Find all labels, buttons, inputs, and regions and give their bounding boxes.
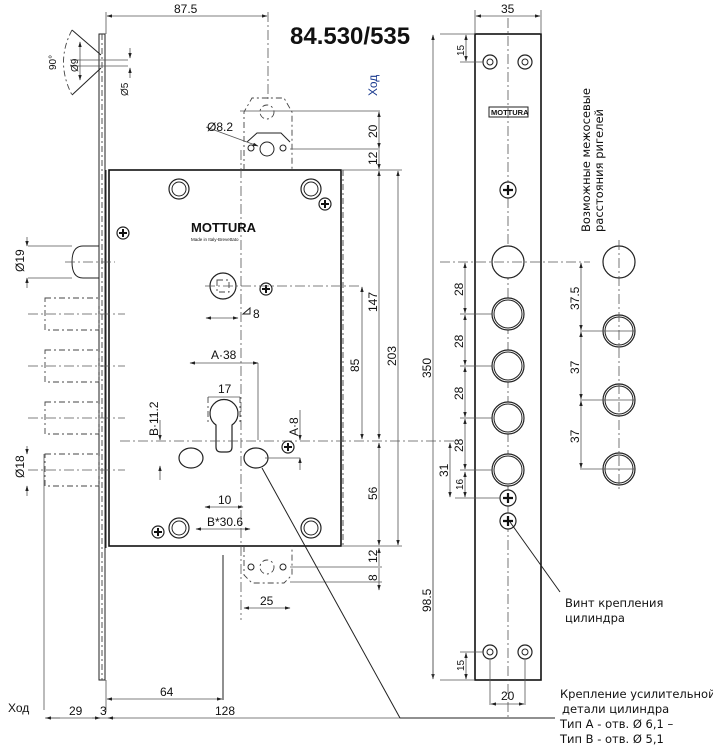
reinforce-note-line2: детали цилиндра xyxy=(562,702,669,716)
dim-spindle-8: 8 xyxy=(205,306,260,321)
lock-body xyxy=(108,150,460,620)
dim-28-1: 28 xyxy=(452,282,466,296)
dim-203: 203 xyxy=(385,346,399,366)
dim-plate-15-top: 15 xyxy=(456,44,467,56)
screw-icon xyxy=(116,226,130,240)
latch-bolt: Ø19 xyxy=(13,237,115,288)
screw-icon xyxy=(499,489,517,507)
bolt-spacing-note-line1: Возможные межосевые xyxy=(579,88,593,232)
dim-dia-9: Ø9 xyxy=(70,58,81,72)
dim-b11-2: B·11.2 xyxy=(147,401,161,436)
dim-3: 3 xyxy=(100,704,107,718)
alt-bolt-spacing: 37.5 37 37 xyxy=(568,240,636,490)
dim-31: 31 xyxy=(437,463,451,477)
dim-dia-8-2: Ø8.2 xyxy=(207,120,233,134)
dim-a8: A·8 xyxy=(287,417,301,436)
brand-logo: MOTTURA xyxy=(191,220,257,235)
dim-16: 16 xyxy=(455,478,466,490)
dim-64: 64 xyxy=(160,685,174,699)
model-title: 84.530/535 xyxy=(290,23,410,50)
plate-logo: MOTTURA xyxy=(491,108,529,117)
plate-dimensions: 350 28 28 28 28 31 16 98.5 15 xyxy=(420,33,500,681)
reinforce-note-line1: Крепление усилительной xyxy=(560,687,713,701)
dim-28-3: 28 xyxy=(452,386,466,400)
screw-icon xyxy=(259,282,273,296)
reinforce-note-line3: Тип A - отв. Ø 6,1 – xyxy=(559,717,673,731)
dim-37-1: 37 xyxy=(568,360,582,374)
dim-angle-90: 90° xyxy=(48,55,59,70)
faceplate xyxy=(98,33,107,681)
dim-plate-20: 20 xyxy=(501,689,515,703)
deadbolts: Ø18 xyxy=(13,297,125,710)
dim-98-5: 98.5 xyxy=(420,588,434,612)
dim-plate-15-bot: 15 xyxy=(456,659,467,671)
reinforce-note-line4: Тип B - отв. Ø 5,1 xyxy=(559,732,664,746)
leader-cylinder-screw xyxy=(509,521,561,593)
dim-37-5: 37.5 xyxy=(568,286,582,310)
dim-dia-5: Ø5 xyxy=(120,82,131,96)
stroke-label-bottom: Ход xyxy=(8,701,29,715)
bolt-spacing-note-line2: расстояния ригелей xyxy=(592,109,606,232)
dim-8-label: 8 xyxy=(253,307,260,321)
bottom-bracket: 25 12 8 xyxy=(243,546,382,610)
leader-reinforce xyxy=(261,467,401,719)
dim-128: 128 xyxy=(215,704,235,718)
dim-147: 147 xyxy=(366,292,380,312)
dim-cylinder-widths: A·38 17 B·11.2 A·8 10 B*30.6 xyxy=(147,348,302,531)
dim-bot-8: 8 xyxy=(366,574,380,581)
cylinder-screw-label-line1: Винт крепления xyxy=(565,596,663,610)
dim-56: 56 xyxy=(366,486,380,500)
screw-icon xyxy=(318,197,332,211)
dim-17: 17 xyxy=(218,382,232,396)
top-bracket: Ø8.2 20 12 Ход xyxy=(205,75,381,170)
stroke-label-top: Ход xyxy=(366,75,380,96)
dim-35: 35 xyxy=(501,2,515,16)
brand-subtitle: Made in Italy-Brevettato xyxy=(191,237,239,242)
dim-b30-6: B*30.6 xyxy=(207,515,243,529)
screw-icon xyxy=(499,181,517,199)
countersink-detail: 90° Ø9 Ø5 xyxy=(48,29,132,96)
dim-bot-12: 12 xyxy=(366,549,380,563)
screw-icon xyxy=(151,525,165,539)
dim-backset-top: 87.5 xyxy=(105,2,269,100)
bottom-dimensions: 64 29 3 128 Ход xyxy=(8,555,440,720)
dim-a38: A·38 xyxy=(211,348,237,362)
dim-87-5: 87.5 xyxy=(174,2,198,16)
dim-dia-18: Ø18 xyxy=(13,455,27,478)
dim-350: 350 xyxy=(420,358,434,378)
dim-85: 85 xyxy=(348,358,362,372)
dim-top-12: 12 xyxy=(366,151,380,165)
dim-dia-19: Ø19 xyxy=(13,249,27,272)
screw-icon xyxy=(281,440,295,454)
dim-25: 25 xyxy=(260,594,274,608)
dim-28-2: 28 xyxy=(452,334,466,348)
dim-top-20: 20 xyxy=(366,124,380,138)
dim-29: 29 xyxy=(69,704,83,718)
dim-28-4: 28 xyxy=(452,438,466,452)
cylinder-screw-label-line2: цилиндра xyxy=(565,611,625,625)
dim-37-2: 37 xyxy=(568,429,582,443)
vertical-dimensions: 85 147 56 203 xyxy=(341,169,402,547)
dim-10: 10 xyxy=(218,493,232,507)
